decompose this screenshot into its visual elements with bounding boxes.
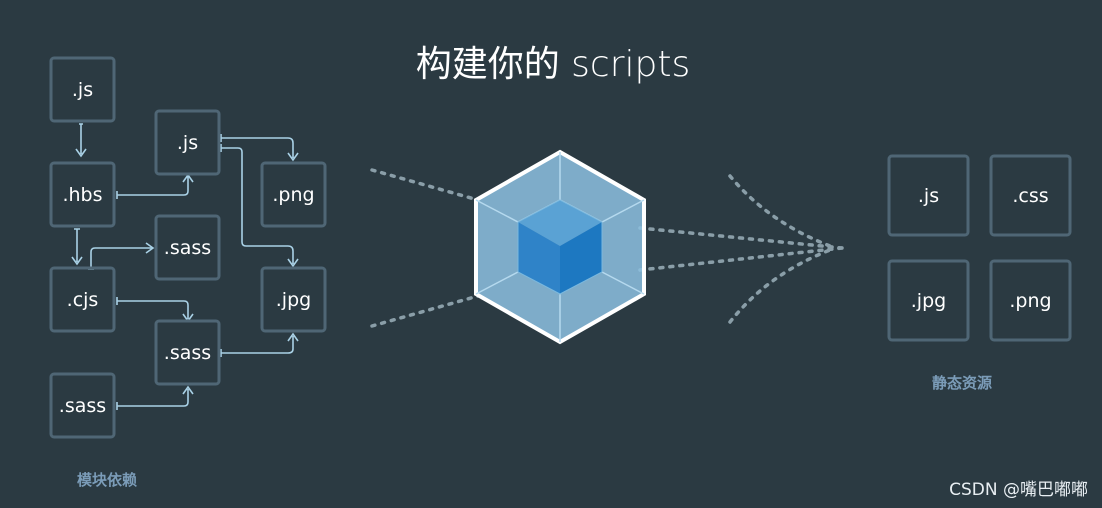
- asset-node-png: .png: [989, 259, 1072, 342]
- svg-text:.cjs: .cjs: [67, 289, 99, 311]
- module-node-jpg: .jpg: [260, 266, 327, 333]
- asset-node-css: .css: [989, 154, 1072, 237]
- module-dependency-caption: 模块依赖: [77, 471, 137, 489]
- edge-hbs-cjs: [71, 228, 83, 266]
- edge-cjs-sass2: [88, 242, 155, 270]
- dotted-line-lower-left: [370, 294, 480, 328]
- module-node-cjs: .cjs: [49, 266, 116, 333]
- module-node-js1: .js: [49, 56, 116, 123]
- svg-text:.sass: .sass: [164, 237, 211, 259]
- svg-text:.css: .css: [1012, 185, 1048, 207]
- module-node-js2: .js: [154, 109, 221, 176]
- svg-text:.js: .js: [72, 79, 93, 101]
- dotted-line-lower-right: [638, 246, 844, 272]
- svg-text:.js: .js: [177, 132, 198, 154]
- svg-text:.sass: .sass: [164, 342, 211, 364]
- svg-text:.png: .png: [1009, 290, 1051, 312]
- page-title: 构建你的 scripts: [416, 44, 691, 85]
- asset-node-jpg: .jpg: [887, 259, 970, 342]
- module-node-png: .png: [260, 161, 327, 228]
- module-node-sass3: .sass: [154, 319, 221, 386]
- bundling-flow-lines: [370, 168, 844, 328]
- dependency-edges: [71, 123, 299, 410]
- dotted-line-bottom-curve: [728, 248, 832, 324]
- module-node-hbs: .hbs: [49, 161, 116, 228]
- static-assets-caption: 静态资源: [932, 374, 992, 392]
- edge-js1-hbs: [75, 123, 87, 158]
- dotted-line-upper-left: [370, 168, 480, 202]
- watermark: CSDN @嘴巴嘟嘟: [949, 480, 1088, 500]
- dotted-line-upper-right: [638, 226, 844, 250]
- edge-js2-png: [220, 134, 299, 162]
- edge-sass1-sass3: [116, 385, 194, 410]
- edge-js2-jpg: [220, 144, 299, 268]
- svg-text:.png: .png: [272, 184, 314, 206]
- svg-text:.hbs: .hbs: [62, 184, 102, 206]
- asset-node-js: .js: [887, 154, 970, 237]
- module-node-sass2: .sass: [154, 214, 221, 281]
- edge-cjs-sass3: [116, 297, 194, 323]
- dotted-line-top-curve: [728, 174, 832, 248]
- module-node-sass1: .sass: [49, 372, 116, 439]
- edge-sass3-jpg: [220, 332, 299, 357]
- svg-text:.sass: .sass: [59, 395, 106, 417]
- module-dependency-graph: .js .hbs .cjs .sass .js .sass .sass .pn: [49, 56, 327, 439]
- svg-text:.js: .js: [918, 185, 939, 207]
- edge-hbs-js2: [116, 173, 194, 199]
- webpack-cube-icon: [474, 149, 646, 345]
- svg-text:.jpg: .jpg: [276, 289, 311, 311]
- svg-text:.jpg: .jpg: [911, 290, 946, 312]
- static-assets-grid: .js .css .jpg .png: [887, 154, 1072, 342]
